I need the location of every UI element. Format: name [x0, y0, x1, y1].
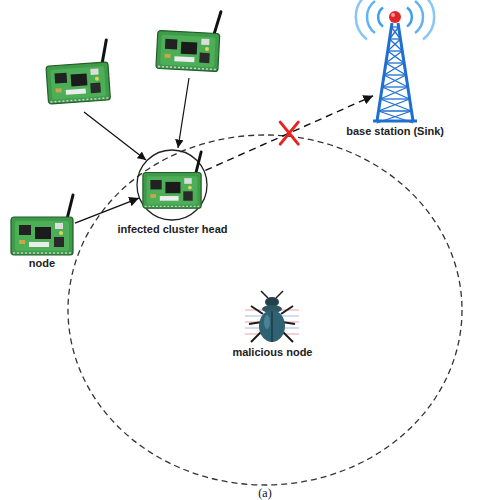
arrow [84, 112, 146, 160]
ring-icon [134, 147, 210, 223]
arrow [178, 78, 189, 148]
subfigure-caption: (a) [258, 486, 271, 500]
board-icon [9, 195, 75, 257]
region-circle [68, 135, 462, 485]
node-label: base station (Sink) [343, 125, 447, 138]
malicious-node: malicious node [229, 290, 316, 359]
cluster-head-node: infected cluster head [114, 147, 231, 236]
sensor-board [44, 40, 110, 104]
base-station: base station (Sink) [343, 3, 447, 138]
node-label: infected cluster head [114, 223, 231, 236]
tower-icon [355, 3, 435, 125]
arrow [75, 198, 139, 223]
node-label: node [6, 257, 78, 270]
node-label: malicious node [229, 346, 316, 359]
sensor-board [156, 8, 221, 71]
blocked-cross [280, 122, 298, 144]
beetle-icon [245, 290, 299, 346]
sensor-node: node [6, 195, 78, 270]
